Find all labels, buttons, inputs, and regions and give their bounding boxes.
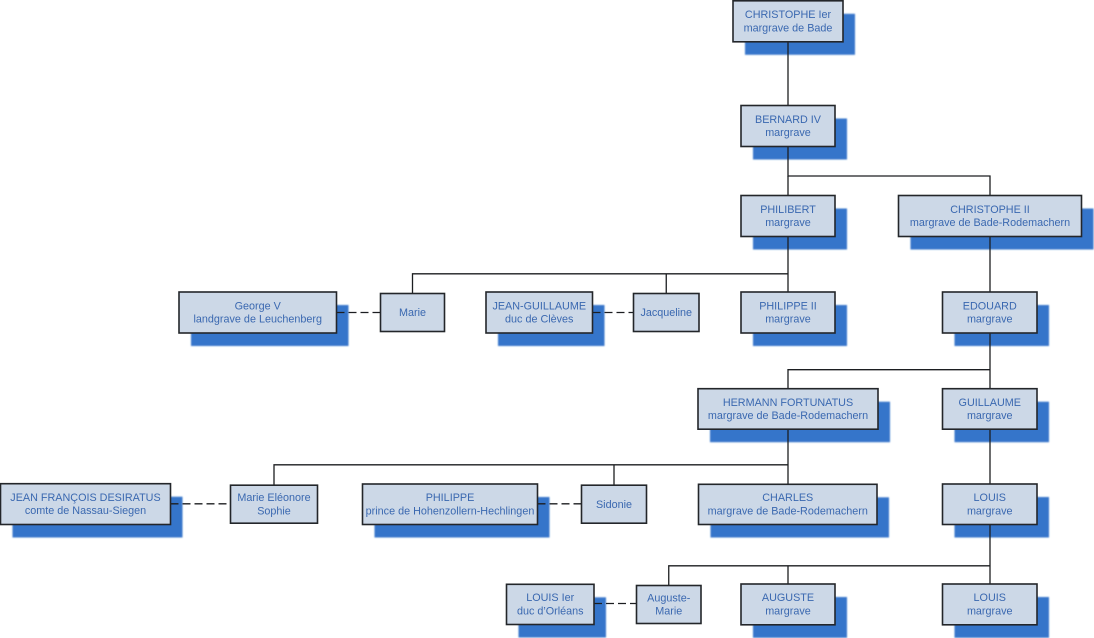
svg-text:margrave: margrave (967, 314, 1013, 326)
svg-text:margrave: margrave (765, 217, 811, 229)
svg-text:duc de Clèves: duc de Clèves (505, 314, 574, 326)
svg-text:BERNARD IV: BERNARD IV (755, 114, 822, 126)
svg-text:JEAN FRANÇOIS DESIRATUS: JEAN FRANÇOIS DESIRATUS (10, 492, 160, 504)
svg-text:margrave: margrave (765, 314, 811, 326)
svg-text:AUGUSTE: AUGUSTE (762, 592, 814, 604)
svg-text:JEAN-GUILLAUME: JEAN-GUILLAUME (492, 300, 586, 312)
svg-text:Jacqueline: Jacqueline (640, 307, 692, 319)
svg-text:CHRISTOPHE II: CHRISTOPHE II (950, 204, 1030, 216)
svg-text:Marie: Marie (399, 307, 426, 319)
svg-text:margrave de Bade-Rodemachern: margrave de Bade-Rodemachern (708, 506, 868, 518)
svg-text:margrave: margrave (967, 410, 1013, 422)
svg-text:margrave de Bade-Rodemachern: margrave de Bade-Rodemachern (910, 217, 1070, 229)
svg-text:landgrave de Leuchenberg: landgrave de Leuchenberg (194, 314, 322, 326)
svg-text:Marie: Marie (655, 606, 682, 618)
svg-text:Auguste-: Auguste- (647, 592, 691, 604)
svg-text:margrave: margrave (765, 127, 811, 139)
svg-text:LOUIS: LOUIS (974, 592, 1006, 604)
svg-text:HERMANN FORTUNATUS: HERMANN FORTUNATUS (723, 397, 853, 409)
svg-text:LOUIS: LOUIS (974, 492, 1006, 504)
svg-text:George V: George V (235, 300, 282, 312)
svg-text:margrave: margrave (765, 606, 811, 618)
svg-text:Sophie: Sophie (257, 505, 291, 517)
svg-text:LOUIS Ier: LOUIS Ier (526, 592, 574, 604)
svg-text:margrave de Bade: margrave de Bade (744, 22, 833, 34)
svg-text:GUILLAUME: GUILLAUME (959, 397, 1021, 409)
svg-text:margrave: margrave (967, 505, 1013, 517)
svg-text:PHILIBERT: PHILIBERT (760, 204, 816, 216)
svg-text:margrave de Bade-Rodemachern: margrave de Bade-Rodemachern (708, 410, 868, 422)
svg-text:Sidonie: Sidonie (596, 499, 632, 511)
svg-text:Marie Eléonore: Marie Eléonore (237, 492, 310, 504)
svg-text:comte de Nassau-Siegen: comte de Nassau-Siegen (25, 505, 146, 517)
svg-text:CHRISTOPHE Ier: CHRISTOPHE Ier (745, 9, 832, 21)
svg-text:PHILIPPE: PHILIPPE (426, 492, 475, 504)
svg-text:PHILIPPE II: PHILIPPE II (759, 300, 817, 312)
svg-text:prince de Hohenzollern-Hechlin: prince de Hohenzollern-Hechlingen (366, 505, 535, 517)
svg-text:margrave: margrave (967, 606, 1013, 618)
svg-text:EDOUARD: EDOUARD (963, 300, 1017, 312)
svg-text:duc d’Orléans: duc d’Orléans (517, 606, 584, 618)
svg-text:CHARLES: CHARLES (762, 492, 813, 504)
